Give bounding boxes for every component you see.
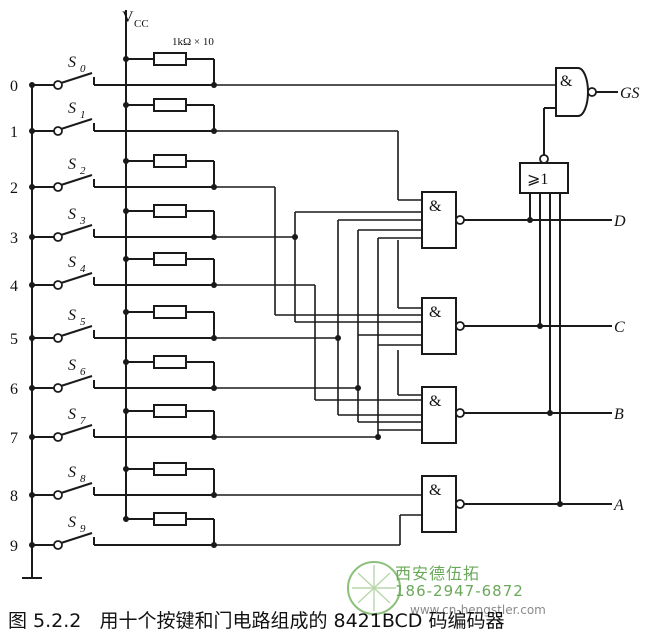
- figure-caption: 图 5.2.2 用十个按键和门电路组成的 8421BCD 码编码器: [8, 606, 516, 633]
- switch-blade: [60, 224, 93, 236]
- switch-subscript: 2: [80, 165, 86, 177]
- switch-contact: [53, 80, 63, 90]
- switch-label: S: [68, 357, 76, 374]
- or-inversion-bubble: [539, 154, 549, 164]
- d-gate-symbol: &: [429, 198, 442, 215]
- switch-blade: [60, 532, 93, 544]
- switch-label: S: [68, 254, 76, 271]
- input-pin-label: 7: [10, 430, 18, 447]
- pullup-resistor: [153, 52, 187, 66]
- output-a-label: A: [613, 497, 624, 514]
- gs-inversion-bubble: [587, 87, 597, 97]
- input-pin-label: 5: [10, 331, 18, 348]
- switch-subscript: 5: [80, 316, 86, 328]
- caption-number: 图 5.2.2: [8, 610, 82, 632]
- pullup-resistor: [153, 305, 187, 319]
- output-b-label: B: [614, 406, 624, 423]
- input-pin-label: 9: [10, 538, 18, 555]
- vcc-label: V: [122, 9, 134, 26]
- input-pin-label: 3: [10, 230, 18, 247]
- interconnect-wires: [214, 84, 556, 546]
- pullup-resistor: [153, 204, 187, 218]
- input-pin-label: 6: [10, 381, 18, 398]
- d-nand-gate: [421, 191, 457, 249]
- input-pin-label: 2: [10, 180, 18, 197]
- pullup-resistor: [153, 462, 187, 476]
- a-gate-symbol: &: [429, 482, 442, 499]
- or-gate-symbol: ⩾1: [527, 171, 548, 188]
- pullup-resistor: [153, 98, 187, 112]
- pullup-resistor: [153, 355, 187, 369]
- switch-subscript: 9: [80, 523, 86, 535]
- switch-contact: [53, 182, 63, 192]
- gs-gate-symbol: &: [560, 73, 573, 90]
- switch-subscript: 0: [80, 63, 86, 75]
- watermark-logo: [347, 561, 401, 615]
- switch-blade: [60, 272, 93, 284]
- switch-blade: [60, 424, 93, 436]
- input-pin-label: 0: [10, 78, 18, 95]
- switch-subscript: 4: [80, 263, 86, 275]
- switch-label: S: [68, 406, 76, 423]
- c-gate-symbol: &: [429, 304, 442, 321]
- switch-subscript: 7: [80, 415, 86, 427]
- vcc-subscript: CC: [134, 18, 149, 30]
- pullup-resistor: [153, 252, 187, 266]
- input-pin-label: 4: [10, 278, 18, 295]
- watermark-company: 西安德伍拓: [395, 564, 481, 583]
- switch-subscript: 8: [80, 473, 86, 485]
- switch-contact: [53, 232, 63, 242]
- switch-contact: [53, 490, 63, 500]
- output-c-label: C: [614, 319, 625, 336]
- switch-label: S: [68, 100, 76, 117]
- switch-subscript: 1: [80, 109, 86, 121]
- switch-label: S: [68, 464, 76, 481]
- switch-blade: [60, 482, 93, 494]
- switch-contact: [53, 540, 63, 550]
- switch-blade: [60, 174, 93, 186]
- switch-label: S: [68, 156, 76, 173]
- input-pin-label: 8: [10, 488, 18, 505]
- switch-blade: [60, 118, 93, 130]
- switch-blade: [60, 325, 93, 337]
- switch-contact: [53, 126, 63, 136]
- pullup-resistor: [153, 154, 187, 168]
- switch-blade: [60, 72, 93, 84]
- watermark-url: www.cn-hengstler.com: [410, 603, 546, 617]
- resistor-spec: 1kΩ × 10: [172, 36, 214, 48]
- switch-contact: [53, 383, 63, 393]
- output-d-label: D: [613, 213, 626, 230]
- switch-label: S: [68, 54, 76, 71]
- pullup-resistor: [153, 512, 187, 526]
- switch-label: S: [68, 514, 76, 531]
- switch-subscript: 6: [80, 366, 86, 378]
- c-nand-gate: [421, 297, 457, 355]
- switch-contact: [53, 333, 63, 343]
- output-gs-label: GS: [620, 85, 640, 102]
- pullup-resistor: [153, 404, 187, 418]
- switch-subscript: 3: [79, 215, 86, 227]
- b-gate-symbol: &: [429, 393, 442, 410]
- watermark-phone: 186-2947-6872: [395, 582, 524, 600]
- switch-contact: [53, 432, 63, 442]
- switch-blade: [60, 375, 93, 387]
- switch-label: S: [68, 307, 76, 324]
- input-pin-label: 1: [10, 124, 18, 141]
- caption-text: 用十个按键和门电路组成的 8421BCD 码编码器: [99, 610, 505, 632]
- a-nand-gate: [421, 475, 457, 533]
- switch-label: S: [68, 206, 76, 223]
- switch-contact: [53, 280, 63, 290]
